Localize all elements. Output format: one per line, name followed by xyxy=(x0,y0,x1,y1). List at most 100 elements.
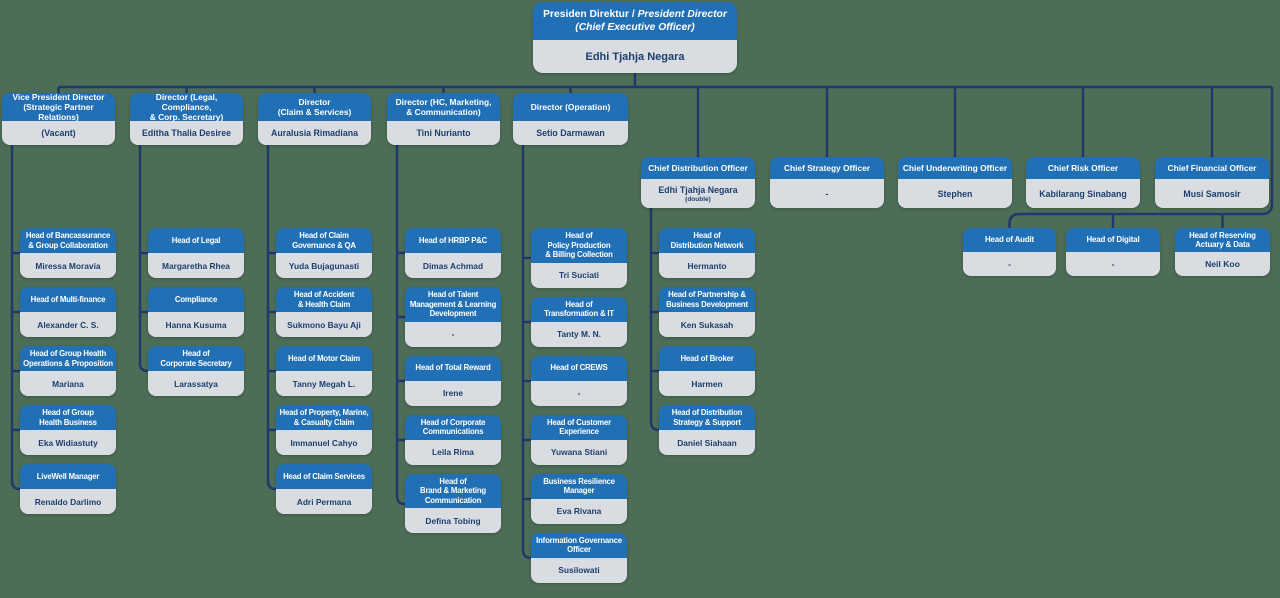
node-person: - xyxy=(451,329,455,339)
node-title: Head of Motor Claim xyxy=(276,346,372,371)
exec-node: Chief Strategy Officer - xyxy=(770,157,884,208)
node-title: Head of Talent Management & Learning Dev… xyxy=(405,287,501,322)
board-node: Head of Audit - xyxy=(963,228,1056,276)
node-title: Head of Transformation & IT xyxy=(531,296,627,322)
node-person: (Vacant) xyxy=(41,128,76,138)
node-title: Head of Digital xyxy=(1066,228,1160,252)
connector xyxy=(266,145,277,491)
org-node: Head of HRBP P&C Dimas Achmad xyxy=(405,228,501,278)
node-person: Immanuel Cahyo xyxy=(290,437,358,448)
node-title: Head of Group Health Operations & Propos… xyxy=(20,346,116,371)
node-title: Head of Group Health Business xyxy=(20,405,116,430)
org-node: Head of Bancassurance & Group Collaborat… xyxy=(20,228,116,278)
connector xyxy=(138,145,149,373)
ceo-node: Presiden Direktur / President Director (… xyxy=(533,2,737,73)
node-person: Tri Suciati xyxy=(558,270,600,280)
node-person: Susilowati xyxy=(558,565,600,575)
exec-node: Director (HC, Marketing, & Communication… xyxy=(387,93,500,145)
node-person: Hermanto xyxy=(687,260,727,271)
node-title: Compliance xyxy=(148,287,244,312)
node-title: Head of Corporate Secretary xyxy=(148,346,244,371)
node-title: Head of CREWS xyxy=(531,355,627,381)
node-person: Dimas Achmad xyxy=(422,260,484,271)
node-person: Daniel Siahaan xyxy=(677,437,737,448)
node-title: Chief Risk Officer xyxy=(1026,157,1140,179)
node-title: Head of Accident & Health Claim xyxy=(276,287,372,312)
node-person: Larassatya xyxy=(174,378,218,389)
node-note: (double) xyxy=(685,195,711,203)
node-title: LiveWell Manager xyxy=(20,464,116,489)
node-person: Irene xyxy=(442,388,464,398)
connector xyxy=(395,145,406,506)
node-title: Director (Operation) xyxy=(513,93,628,121)
node-person: Leila Rima xyxy=(432,447,474,457)
node-person: Hanna Kusuma xyxy=(165,319,227,330)
node-title: Head of HRBP P&C xyxy=(405,228,501,253)
node-title: Head of Legal xyxy=(148,228,244,253)
node-person: Defina Tobing xyxy=(425,515,481,526)
node-title: Head of Brand & Marketing Communication xyxy=(405,473,501,508)
org-node: Head of Transformation & IT Tanty M. N. xyxy=(531,296,627,347)
connector xyxy=(649,208,660,432)
node-title: Chief Distribution Officer xyxy=(641,157,755,179)
node-title: Head of Audit xyxy=(963,228,1056,252)
exec-node: Director (Claim & Services)Auralusia Rim… xyxy=(258,93,371,145)
node-title: Head of Property, Marine, & Casualty Cla… xyxy=(276,405,372,430)
node-person: Mariana xyxy=(52,378,84,389)
node-title: Presiden Direktur / President Director (… xyxy=(533,2,737,40)
node-title: Head of Partnership & Business Developme… xyxy=(659,287,755,312)
node-title: Director (Legal, Compliance, & Corp. Sec… xyxy=(130,93,243,122)
node-person: - xyxy=(825,188,829,199)
node-person: Setio Darmawan xyxy=(536,128,605,138)
node-title: Information Governance Officer xyxy=(531,532,627,558)
node-person: Miressa Moravia xyxy=(35,260,101,271)
node-title: Head of Reserving Actuary & Data xyxy=(1175,228,1270,252)
node-title: Director (HC, Marketing, & Communication… xyxy=(387,93,500,121)
node-person: Yuwana Stiani xyxy=(550,447,608,457)
node-person: Edhi Tjahja Negara xyxy=(658,184,738,195)
node-person: Harmen xyxy=(691,378,723,389)
node-title: Head of Total Reward xyxy=(405,355,501,381)
org-node: Head of CREWS- xyxy=(531,355,627,406)
node-person: Stephen xyxy=(937,188,973,199)
exec-node: Director (Legal, Compliance, & Corp. Sec… xyxy=(130,93,243,145)
exec-node: Director (Operation) Setio Darmawan xyxy=(513,93,628,145)
node-person: Tanty M. N. xyxy=(556,329,602,339)
org-node: Head of Property, Marine, & Casualty Cla… xyxy=(276,405,372,455)
exec-children-column: Head of Policy Production & Billing Coll… xyxy=(531,228,627,583)
connector xyxy=(521,145,532,560)
node-person: Eka Widiastuty xyxy=(38,437,98,448)
board-node: Head of Digital- xyxy=(1066,228,1160,276)
node-person: Kabilarang Sinabang xyxy=(1039,188,1127,199)
node-title: Chief Strategy Officer xyxy=(770,157,884,179)
node-person: Ken Sukasah xyxy=(680,319,734,330)
node-title: Chief Financial Officer xyxy=(1155,157,1269,179)
node-person: - xyxy=(1008,259,1011,269)
node-title: Business Resilience Manager xyxy=(531,473,627,499)
node-person: Adri Permana xyxy=(296,496,352,507)
node-person: Renaldo Darlimo xyxy=(34,496,102,507)
org-node: Head of Policy Production & Billing Coll… xyxy=(531,228,627,288)
node-person: Auralusia Rimadiana xyxy=(270,128,359,138)
node-person: Editha Thalia Desiree xyxy=(142,128,231,138)
node-title: Head of Claim Services xyxy=(276,464,372,489)
